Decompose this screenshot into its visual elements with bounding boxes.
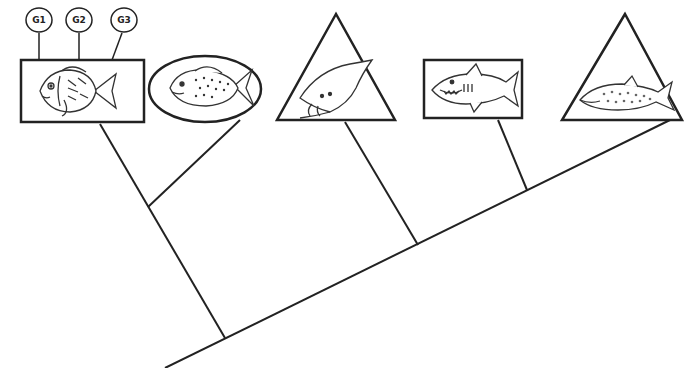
gene-circle: G1 [25, 7, 53, 33]
taxon-frame [149, 56, 261, 122]
main-branch [165, 120, 670, 368]
branch [498, 120, 527, 190]
taxon-frame [277, 14, 395, 120]
branch [345, 122, 418, 245]
taxon-frame [424, 60, 522, 118]
whale-shark-drawing [580, 76, 674, 110]
fish-drawing [170, 67, 254, 106]
taxon-frame [562, 14, 682, 120]
gene-label: G3 [117, 16, 131, 25]
branch [148, 120, 240, 207]
gene-label: G2 [72, 16, 86, 25]
branch [100, 124, 225, 338]
leader-line [38, 33, 40, 60]
shark-drawing [432, 64, 518, 112]
ray-drawing [300, 60, 372, 118]
leader-line [78, 33, 80, 60]
fish-drawing [40, 67, 116, 116]
gene-label: G1 [32, 16, 46, 25]
taxon-frame [21, 60, 144, 122]
gene-circle: G2 [65, 7, 93, 33]
gene-circle: G3 [110, 7, 138, 33]
leader-line [112, 33, 122, 60]
